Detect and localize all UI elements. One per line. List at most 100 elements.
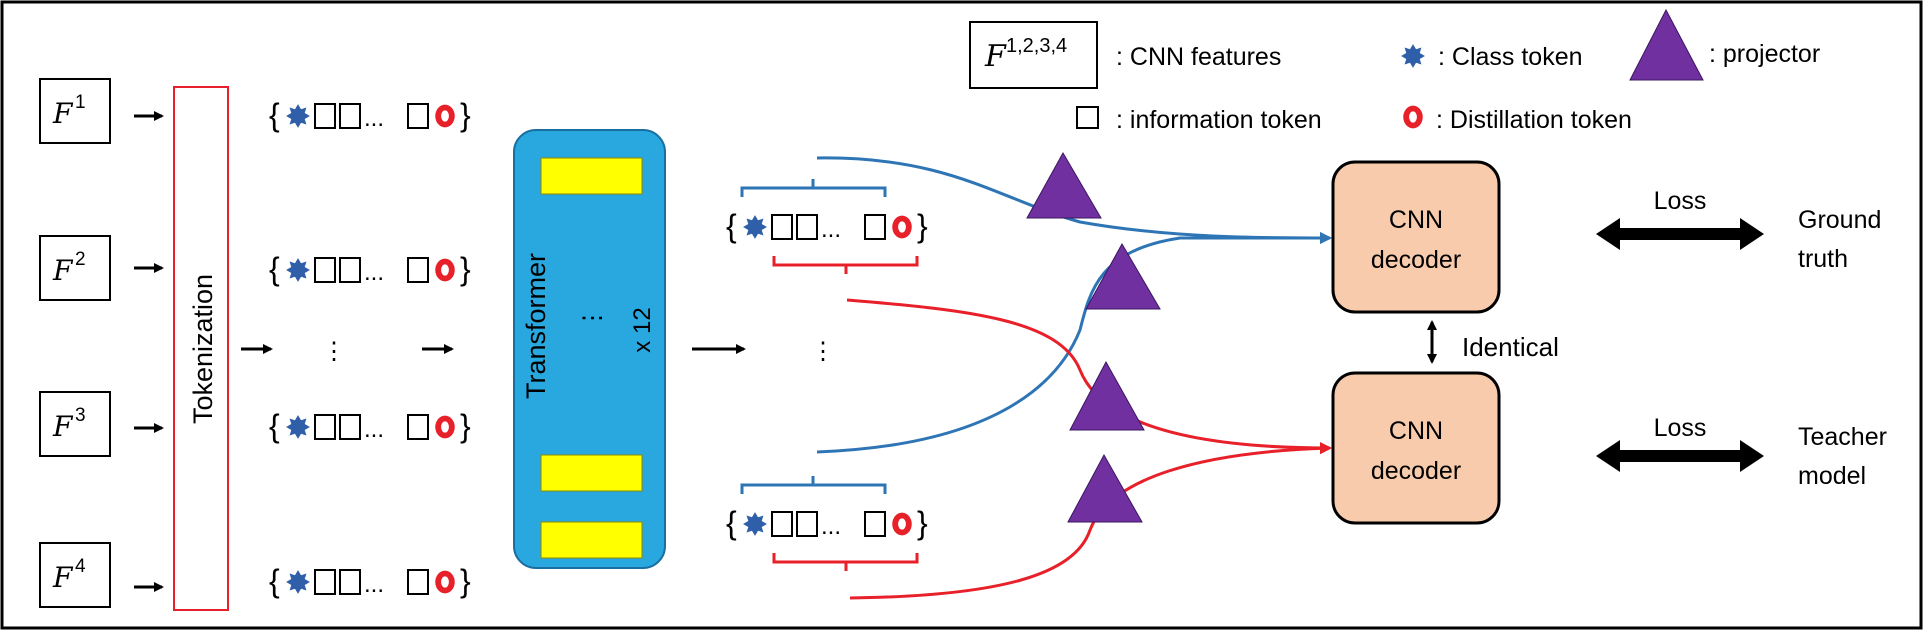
info-token: [314, 257, 336, 283]
class-token-icon: [286, 570, 310, 594]
transformer-repeat: x 12: [629, 307, 656, 352]
legend-info-token-label: : information token: [1116, 106, 1322, 134]
legend-features-box: [969, 21, 1098, 89]
token-seq-2: { ... }: [269, 251, 471, 287]
info-token: [407, 103, 429, 129]
class-token-icon: [286, 258, 310, 282]
identical-link: Identical: [1427, 320, 1559, 364]
info-token: [339, 103, 361, 129]
projector-4: [1067, 453, 1143, 523]
token-open-brace: {: [269, 251, 280, 287]
token-open-brace: {: [269, 408, 280, 444]
decoder-bottom: CNN decoder: [1331, 371, 1501, 525]
transformer-layer: [540, 157, 643, 195]
loss-bottom-target-line2: model: [1798, 462, 1866, 490]
transformer-label: Transformer: [521, 253, 551, 399]
class-token-bracket: [740, 476, 887, 494]
info-token: [796, 214, 818, 240]
legend-projector-icon: [1629, 8, 1704, 81]
token-close-brace: }: [917, 505, 928, 541]
input-f2-symbol: F: [52, 254, 74, 287]
token-close-brace: }: [460, 97, 471, 133]
legend-class-token-icon: [1401, 44, 1425, 68]
transformer-layer: [540, 454, 643, 492]
loss-bottom-arrow: [1596, 440, 1764, 472]
legend: F 1,2,3,4 : CNN features : Class token :…: [969, 8, 1820, 134]
loss-bottom: Loss Teacher model: [1596, 414, 1887, 490]
projector-1: [1026, 151, 1102, 219]
red-flow-bottom: [849, 442, 1332, 600]
legend-features-label: : CNN features: [1116, 43, 1281, 71]
input-features: F 1 F 2 F 3 F 4: [39, 78, 111, 608]
info-token: [407, 569, 429, 595]
output-vertical-ellipsis: ⋮: [811, 338, 835, 365]
class-token-icon: [286, 415, 310, 439]
class-token-icon: [743, 512, 767, 536]
token-ellipsis: ...: [364, 105, 384, 132]
input-f4-symbol: F: [52, 561, 74, 594]
info-token: [771, 511, 793, 537]
info-token: [314, 414, 336, 440]
projector-2: [1085, 242, 1161, 310]
input-f4: F 4: [39, 542, 111, 608]
input-f3-sup: 3: [75, 405, 86, 426]
legend-distill-token-icon: [1403, 105, 1423, 129]
input-f4-sup: 4: [75, 556, 86, 577]
decoder-top-line1: CNN: [1389, 206, 1443, 234]
token-ellipsis: ...: [821, 513, 841, 540]
token-ellipsis: ...: [364, 259, 384, 286]
token-open-brace: {: [726, 208, 737, 244]
loss-top-label: Loss: [1654, 187, 1707, 215]
input-arrows: [134, 111, 164, 592]
output-token-seq-bottom: { ... }: [726, 476, 928, 571]
distill-token-icon: [435, 258, 455, 282]
legend-distill-token-label: : Distillation token: [1436, 106, 1632, 134]
input-f1: F 1: [39, 78, 111, 144]
token-seq-4: { ... }: [269, 563, 471, 599]
input-f3: F 3: [39, 391, 111, 457]
legend-features-symbol: F: [984, 39, 1007, 74]
blue-flow-bottom: [816, 232, 1332, 454]
identical-label: Identical: [1462, 332, 1559, 362]
distill-token-bracket: [772, 256, 919, 274]
distill-token-icon: [435, 104, 455, 128]
info-token: [771, 214, 793, 240]
loss-top-target-line2: truth: [1798, 245, 1848, 273]
loss-bottom-target-line1: Teacher: [1798, 423, 1887, 451]
token-seq-3: { ... }: [269, 408, 471, 444]
class-token-bracket: [740, 179, 887, 197]
info-token: [796, 511, 818, 537]
info-token: [407, 257, 429, 283]
transformer-block: Transformer ⋮ x 12: [513, 129, 666, 569]
token-close-brace: }: [460, 408, 471, 444]
info-token: [339, 414, 361, 440]
transformer-ellipsis: ⋮: [579, 306, 606, 330]
loss-bottom-label: Loss: [1654, 414, 1707, 442]
class-token-icon: [743, 215, 767, 239]
decoder-top-line2: decoder: [1371, 246, 1461, 274]
output-token-seq-top: { ... }: [726, 179, 928, 274]
loss-top: Loss Ground truth: [1596, 187, 1881, 273]
legend-class-token-label: : Class token: [1438, 43, 1583, 71]
red-flow-top: [846, 298, 1332, 454]
info-token: [314, 103, 336, 129]
distill-token-icon: [892, 215, 912, 239]
projector-3: [1069, 360, 1145, 431]
tokens-vertical-ellipsis: ⋮: [322, 338, 346, 365]
decoder-top: CNN decoder: [1331, 160, 1501, 314]
distill-token-icon: [892, 512, 912, 536]
input-f1-symbol: F: [52, 97, 74, 130]
token-seq-1: { ... }: [269, 97, 471, 133]
token-close-brace: }: [917, 208, 928, 244]
token-ellipsis: ...: [364, 416, 384, 443]
input-f1-sup: 1: [75, 92, 86, 113]
token-ellipsis: ...: [364, 571, 384, 598]
info-token: [407, 414, 429, 440]
token-open-brace: {: [269, 563, 280, 599]
token-open-brace: {: [269, 97, 280, 133]
legend-features-superscript: 1,2,3,4: [1006, 35, 1067, 57]
tokenization-block: Tokenization: [173, 86, 229, 611]
legend-projector-label: : projector: [1709, 40, 1820, 68]
info-token: [864, 214, 886, 240]
